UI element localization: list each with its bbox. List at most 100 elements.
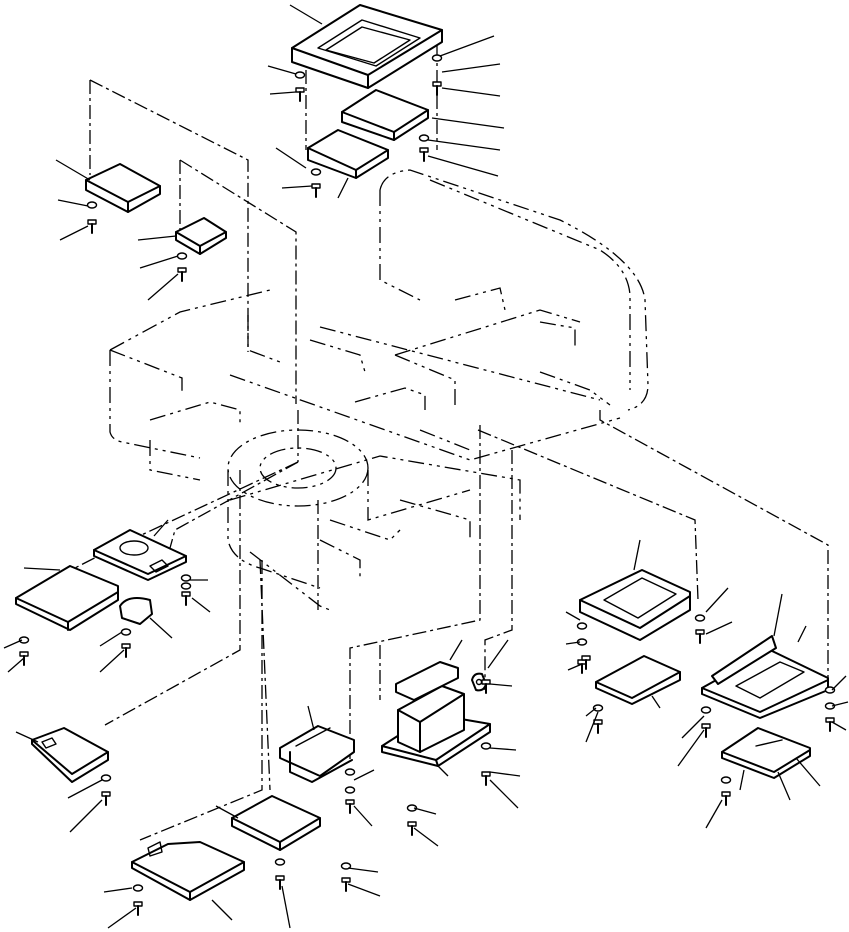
leader-line	[211, 899, 233, 921]
leader-line	[797, 625, 807, 643]
leader-line	[567, 663, 583, 671]
center-box-cover	[381, 685, 491, 767]
leader-line	[347, 867, 379, 873]
bolt-head	[177, 267, 187, 273]
leader-line	[489, 747, 517, 751]
bolt-head	[341, 877, 351, 883]
leader-line	[149, 617, 173, 639]
bolt-head	[87, 219, 97, 225]
leader-line	[487, 639, 509, 669]
right-bottom-plate	[721, 727, 811, 779]
washer	[576, 622, 588, 630]
bolt	[432, 81, 442, 96]
washer	[176, 252, 188, 260]
top-cover-plate-upper	[341, 89, 429, 141]
leader-line	[777, 771, 791, 801]
bolt	[721, 791, 731, 806]
bolt	[275, 875, 285, 890]
leader-line	[677, 729, 705, 767]
leader-line	[705, 587, 729, 613]
leader-line	[651, 695, 661, 709]
bolt	[181, 591, 191, 606]
leader-line	[99, 649, 125, 673]
leader-line	[427, 155, 499, 177]
bolt	[341, 877, 351, 892]
leader-line	[565, 641, 581, 645]
washer	[274, 858, 286, 866]
left-bottom-cover	[31, 727, 109, 783]
bolt	[419, 147, 429, 162]
washer	[100, 774, 112, 782]
leader-line	[773, 593, 783, 637]
bolt-head	[121, 643, 131, 649]
bolt-head	[181, 591, 191, 597]
leader-line	[7, 657, 25, 673]
leader-line	[681, 715, 705, 739]
washer	[180, 582, 192, 590]
leader-line	[267, 65, 297, 75]
leader-line	[633, 539, 641, 571]
bolt-head	[133, 901, 143, 907]
bolt-head	[419, 147, 429, 153]
leader-line	[281, 185, 313, 189]
leader-line	[269, 91, 297, 95]
washer	[86, 201, 98, 209]
bolt-head	[345, 799, 355, 805]
right-plate	[595, 655, 681, 705]
bolt-head	[101, 791, 111, 797]
bolt	[177, 267, 187, 282]
leader-line	[795, 757, 821, 787]
leader-line	[147, 273, 179, 301]
leader-line	[215, 805, 239, 819]
leader-line	[57, 199, 89, 207]
leader-line	[585, 711, 599, 743]
bolt	[407, 821, 417, 836]
bolt	[825, 717, 835, 732]
center-cover-with-hole	[93, 529, 187, 581]
bottom-large-cover	[131, 841, 245, 901]
washer	[431, 54, 443, 62]
leader-line	[69, 799, 103, 833]
bolt-head	[432, 81, 442, 87]
bolt-head	[311, 183, 321, 189]
bolt	[133, 901, 143, 916]
leader-line	[103, 887, 133, 893]
bolt	[101, 791, 111, 806]
bolt-head	[695, 629, 705, 635]
leader-line	[281, 885, 291, 929]
washer	[720, 776, 732, 784]
leader-line	[585, 707, 597, 717]
leader-line	[59, 225, 89, 241]
leader-line	[55, 159, 91, 181]
leader-line	[353, 769, 375, 781]
leader-line	[191, 597, 211, 613]
leader-line	[353, 805, 373, 827]
bolt-head	[407, 821, 417, 827]
right-channel-cover	[701, 635, 829, 719]
bolt-head	[825, 717, 835, 723]
washer	[132, 884, 144, 892]
leader-line	[441, 63, 501, 73]
washer	[592, 704, 604, 712]
leader-line	[439, 35, 495, 57]
bolt-head	[275, 875, 285, 881]
leader-line	[831, 721, 847, 731]
bolt-head	[295, 87, 305, 93]
bolt	[87, 219, 97, 234]
washer	[180, 574, 192, 582]
bolt	[311, 183, 321, 198]
leader-line	[99, 631, 123, 647]
leader-line	[489, 779, 519, 809]
washer	[344, 786, 356, 794]
leader-line	[3, 639, 23, 649]
leader-line	[15, 731, 39, 743]
center-small-plate	[395, 661, 459, 701]
washer	[406, 804, 418, 812]
left-small-cover	[175, 217, 227, 255]
top-cover-plate-lower	[307, 129, 389, 179]
bolt	[481, 771, 491, 786]
leader-lines	[3, 4, 849, 929]
leader-line	[289, 4, 323, 25]
